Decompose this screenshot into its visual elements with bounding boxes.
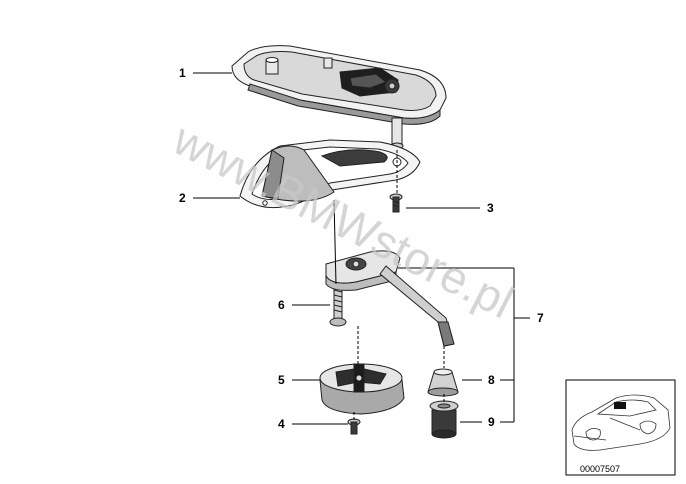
inset-code: 00007507 — [580, 464, 620, 474]
part-8-grommet — [427, 368, 459, 397]
part-6-bolt — [329, 284, 347, 327]
leader-lines — [193, 72, 530, 425]
part-4-screw — [347, 418, 361, 435]
callout-4: 4 — [278, 417, 285, 431]
callout-9: 9 — [488, 415, 495, 429]
part-5-base — [319, 363, 405, 415]
callout-2: 2 — [179, 191, 186, 205]
part-1-housing-cover — [231, 45, 447, 150]
car-outline-icon — [571, 394, 671, 451]
callout-6: 6 — [278, 298, 285, 312]
part-2-gasket — [239, 139, 421, 209]
callout-1: 1 — [179, 66, 186, 80]
callout-7: 7 — [537, 311, 544, 325]
part-9-cap — [429, 400, 459, 439]
part-7-lever — [325, 250, 455, 347]
callout-8: 8 — [488, 373, 495, 387]
callout-5: 5 — [278, 373, 285, 387]
car-inset: 00007507 — [565, 379, 676, 476]
inset-marker — [614, 402, 626, 409]
part-3-screw — [389, 193, 403, 213]
callout-3: 3 — [487, 201, 494, 215]
assembly-lines — [333, 150, 445, 420]
